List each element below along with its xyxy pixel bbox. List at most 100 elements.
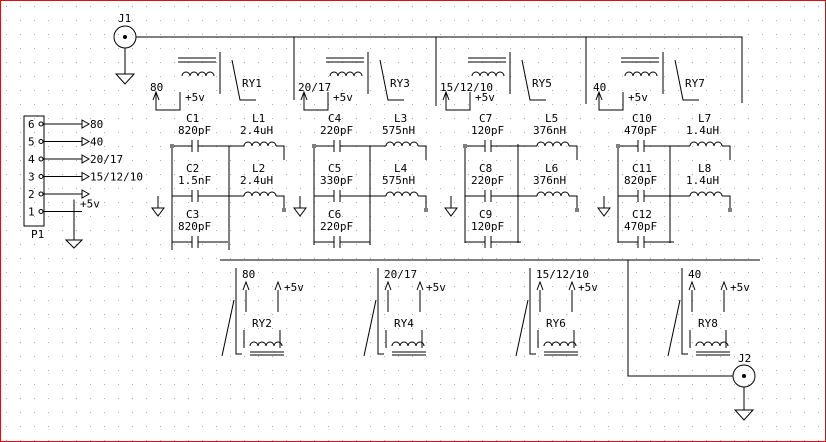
capacitor-value: 220pF: [320, 124, 353, 137]
inductor-ref: L4: [394, 162, 408, 175]
capacitor-value: 470pF: [624, 220, 657, 233]
inductor-ref: L2: [252, 162, 265, 175]
relay-coil: [695, 341, 729, 347]
capacitor-value: 820pF: [178, 124, 211, 137]
p1-pin-number: 5: [28, 136, 35, 149]
relay-ref-label: RY4: [394, 317, 414, 330]
inductor-value: 376nH: [533, 124, 566, 137]
j1-connector: J1: [113, 12, 137, 85]
inductor: L81.4uH: [674, 162, 731, 210]
relay-band-label: 15/12/10: [536, 268, 589, 281]
j2-connector: J2: [732, 352, 756, 421]
capacitor-ref: C3: [186, 208, 199, 221]
inductor-coil: [689, 141, 723, 147]
relay-band-label: 80: [150, 81, 163, 94]
relay-ref-label: RY5: [532, 77, 552, 90]
capacitor-ref: C11: [632, 162, 652, 175]
arrow-up-icon: [152, 90, 160, 101]
arrow-right-icon: [81, 171, 91, 182]
p1-pin-net: 15/12/10: [90, 171, 143, 184]
relay-ref-label: RY7: [685, 77, 705, 90]
arrow-up-icon: [595, 90, 603, 101]
relay-supply-label: +5v: [284, 281, 304, 294]
p1-pin-net: +5v: [80, 198, 100, 211]
inductor-coil: [536, 191, 570, 197]
j1-label: J1: [118, 12, 131, 25]
capacitor-value: 820pF: [624, 174, 657, 187]
capacitor-value: 820pF: [178, 220, 211, 233]
ground-icon: [444, 196, 458, 217]
relay-coil: [624, 71, 658, 77]
capacitor-value: 470pF: [624, 124, 657, 137]
relay-ref-label: RY3: [390, 77, 410, 90]
arrow-up-icon: [536, 280, 544, 312]
node-marker: [170, 144, 174, 148]
node-marker: [312, 144, 316, 148]
p1-pin: 2: [28, 188, 91, 201]
inductor-value: 376nH: [533, 174, 566, 187]
inductor-value: 2.4uH: [240, 124, 273, 137]
relay-supply-label: +5v: [475, 91, 495, 104]
p1-pin-net: 20/17: [90, 153, 123, 166]
capacitor-value: 120pF: [471, 220, 504, 233]
capacitor-ref: C6: [328, 208, 341, 221]
node-marker: [424, 208, 428, 212]
arrow-up-icon: [300, 90, 308, 101]
relay-supply-label: +5v: [333, 91, 353, 104]
inductor-coil: [243, 141, 277, 147]
inductor-coil: [385, 191, 419, 197]
arrow-up-icon: [384, 280, 392, 312]
capacitor-ref: C7: [479, 112, 492, 125]
arrow-up-icon: [274, 280, 282, 312]
capacitor-ref: C1: [186, 112, 199, 125]
node-marker: [575, 208, 579, 212]
inductor: L71.4uH: [674, 112, 731, 160]
ground-icon: [293, 196, 307, 217]
filter-sections: C1820pFC21.5nFC3820pFL12.4uHL22.4uHC4220…: [151, 112, 732, 248]
inductor-value: 575nH: [382, 124, 415, 137]
inductor-value: 2.4uH: [240, 174, 273, 187]
arrow-up-icon: [416, 280, 424, 312]
capacitor-ref: C2: [186, 162, 199, 175]
p1-label: P1: [31, 228, 44, 241]
p1-pin-net: 80: [90, 118, 103, 131]
inductor-ref: L6: [545, 162, 558, 175]
relay-ref-label: RY6: [546, 317, 566, 330]
inductor-coil: [243, 191, 277, 197]
relay-coil: [329, 71, 363, 77]
inductor: L22.4uH: [228, 162, 285, 210]
arrow-right-icon: [81, 154, 91, 164]
node-marker: [616, 144, 620, 148]
p1-pin-number: 3: [28, 171, 35, 184]
capacitor-ref: C9: [479, 208, 492, 221]
relay-coil: [249, 341, 283, 347]
j2-label: J2: [738, 352, 751, 365]
ground-icon: [597, 196, 611, 217]
arrow-up-icon: [720, 280, 728, 312]
p1-pin: 3 15/12/10: [28, 171, 143, 184]
inductor-coil: [536, 141, 570, 147]
capacitor-ref: C5: [328, 162, 341, 175]
p1-pin-net: 40: [90, 136, 103, 149]
node-marker: [728, 208, 732, 212]
